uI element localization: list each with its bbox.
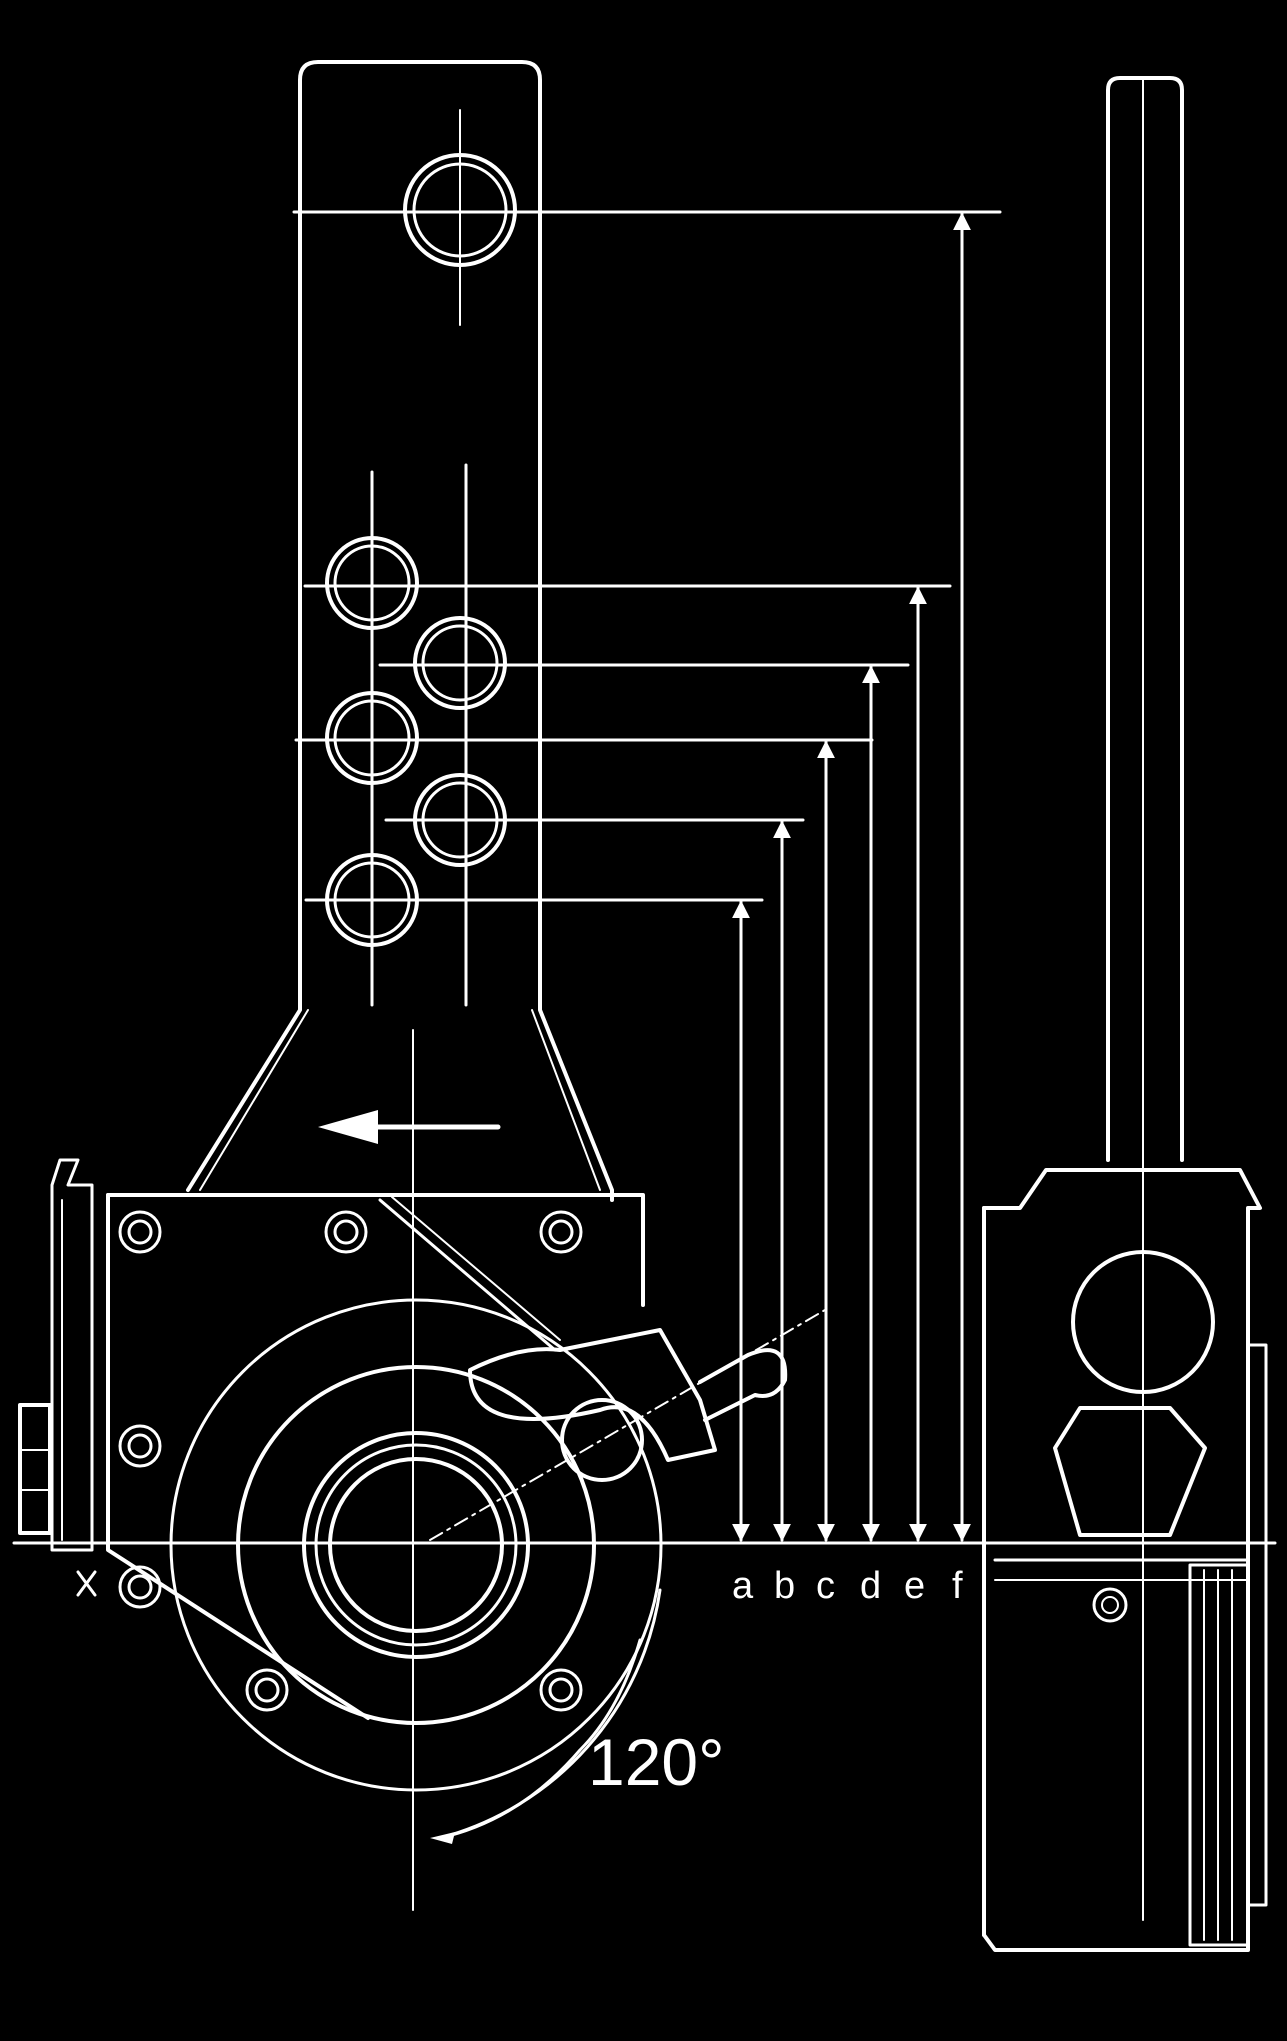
dim-label-e: e bbox=[904, 1565, 925, 1607]
angle-arc bbox=[430, 1588, 662, 1844]
dimension-arrows bbox=[732, 212, 971, 1542]
dim-label-d: d bbox=[860, 1565, 881, 1607]
lever-arm bbox=[186, 60, 614, 1202]
dimension-labels: a b c d e f bbox=[732, 1565, 963, 1607]
dim-label-c: c bbox=[816, 1565, 835, 1607]
housing-screws bbox=[118, 1210, 583, 1712]
adjuster-link bbox=[429, 1309, 826, 1541]
adjustment-holes bbox=[325, 463, 507, 1007]
side-view bbox=[982, 76, 1268, 1952]
top-mounting-hole bbox=[403, 109, 517, 326]
dim-label-a: a bbox=[732, 1565, 754, 1607]
angle-label: 120° bbox=[588, 1725, 725, 1799]
extension-lines bbox=[292, 210, 1002, 902]
dim-label-b: b bbox=[774, 1565, 795, 1607]
splined-hub bbox=[169, 1298, 663, 1792]
dim-label-f: f bbox=[952, 1565, 963, 1607]
rotation-direction-arrow bbox=[318, 1110, 501, 1144]
